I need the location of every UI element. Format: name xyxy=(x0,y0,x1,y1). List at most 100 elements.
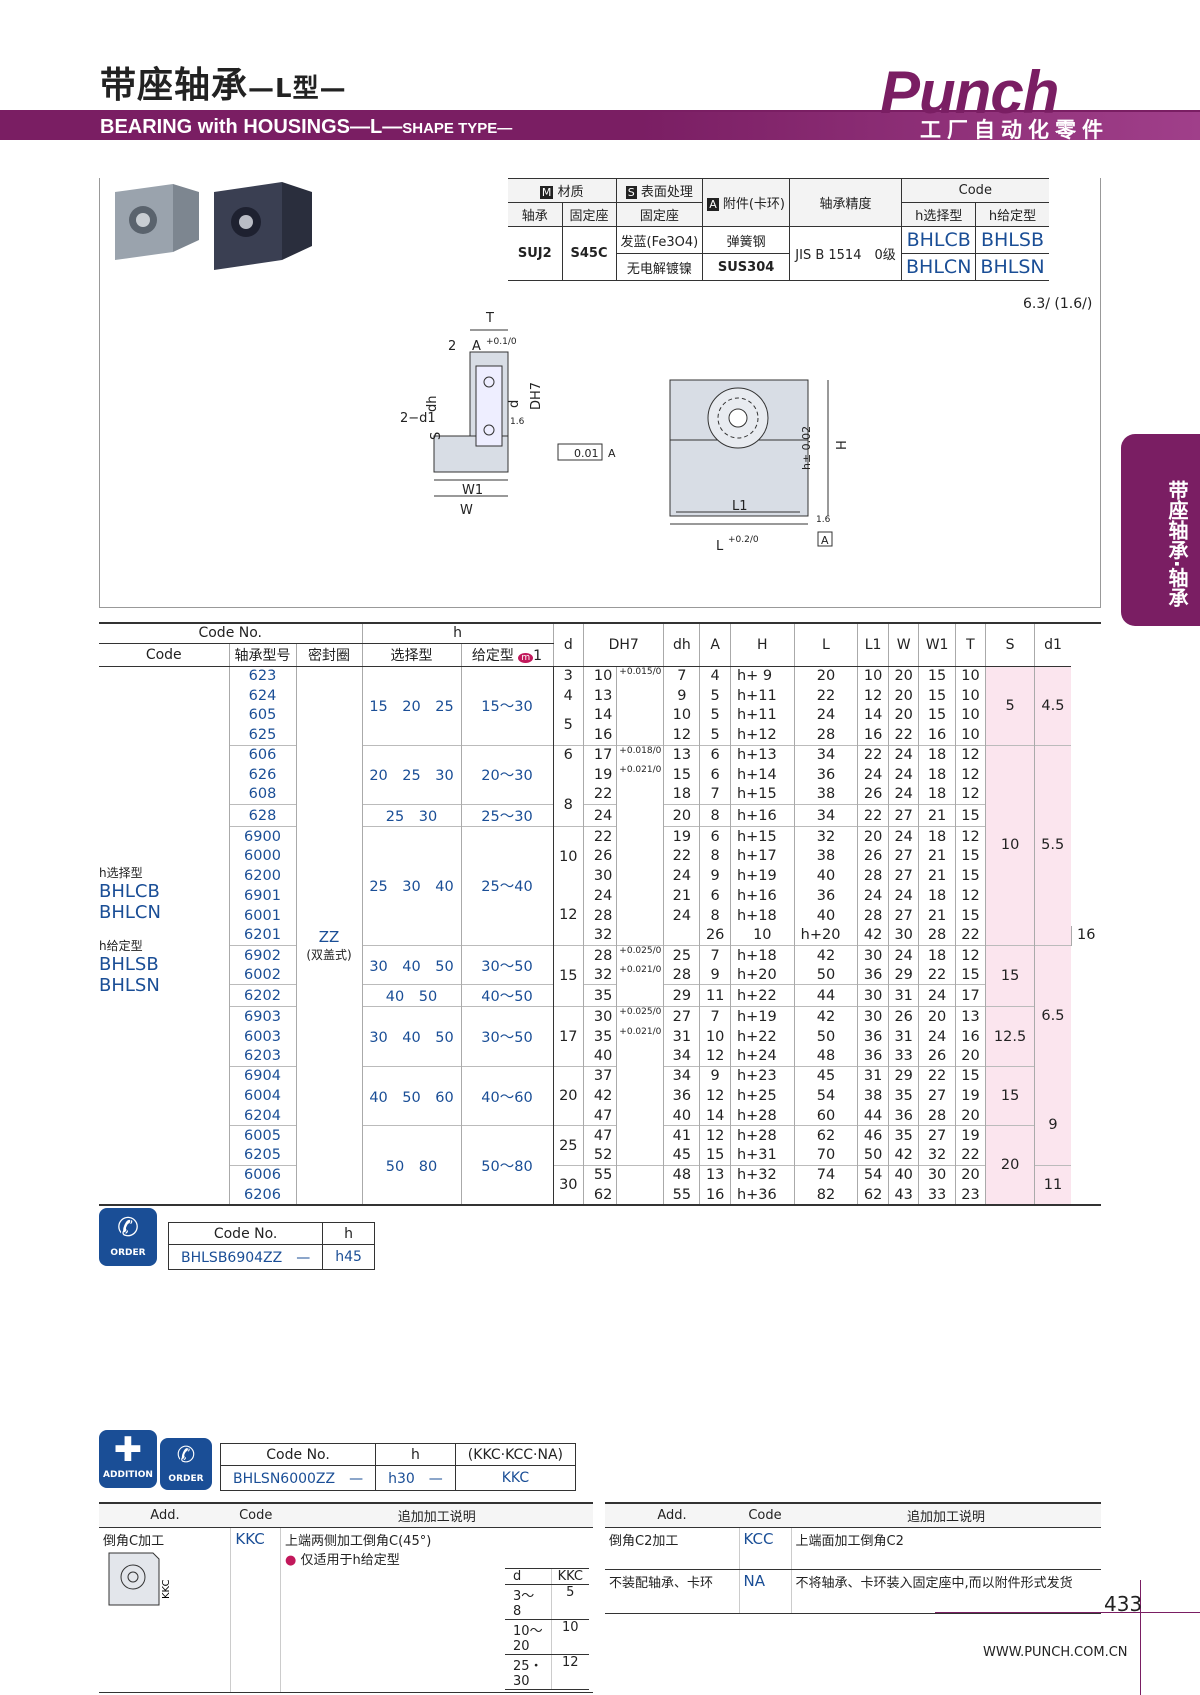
svg-text:2: 2 xyxy=(448,339,456,354)
svg-text:T: T xyxy=(485,311,494,326)
code-bhlsn[interactable]: BHLSN xyxy=(975,253,1049,281)
bearing-code[interactable]: 6902 xyxy=(228,944,296,966)
side-tab[interactable]: 带座轴承·轴承 xyxy=(1121,434,1200,626)
material-table: M 材质 S 表面处理 A 附件(卡环) 轴承精度 Code 轴承固定座 固定座… xyxy=(508,178,1049,281)
footer-divider xyxy=(1140,1580,1141,1695)
bearing-code[interactable]: 608 xyxy=(228,784,296,805)
footer-url: WWW.PUNCH.COM.CN xyxy=(983,1645,1128,1660)
code-bhlcb[interactable]: BHLCB xyxy=(901,226,976,254)
svg-text:L: L xyxy=(716,539,724,554)
bearing-code[interactable]: 6204 xyxy=(228,1105,296,1126)
order-code-value[interactable]: BHLSB6904ZZ — xyxy=(167,1244,324,1270)
svg-text:S: S xyxy=(429,432,444,440)
code-bhlsb[interactable]: BHLSB xyxy=(975,226,1049,254)
header-band xyxy=(0,112,640,140)
page-number: 433 xyxy=(1104,1592,1143,1616)
svg-text:W: W xyxy=(460,503,473,518)
product-box xyxy=(99,178,1101,608)
chamfer-diagram: KKC xyxy=(108,1552,172,1606)
order-icon: ✆ORDER xyxy=(99,1208,157,1266)
product-image-silver xyxy=(115,184,199,260)
svg-text:W1: W1 xyxy=(462,483,483,498)
svg-text:1.6: 1.6 xyxy=(510,417,525,427)
bearing-code[interactable]: 6003 xyxy=(228,1026,296,1047)
svg-text:+0.2/0: +0.2/0 xyxy=(728,535,759,545)
page-subtitle: BEARING with HOUSINGS—L—SHAPE TYPE— xyxy=(100,116,513,138)
bearing-code[interactable]: 624 xyxy=(228,685,296,706)
bearing-code[interactable]: 6203 xyxy=(228,1046,296,1067)
bearing-code[interactable]: 6200 xyxy=(228,866,296,886)
svg-text:A: A xyxy=(821,534,829,547)
bearing-code[interactable]: 626 xyxy=(228,764,296,785)
svg-text:KKC: KKC xyxy=(161,1579,172,1599)
bearing-code[interactable]: 6201 xyxy=(228,925,296,946)
bearing-code[interactable]: 606 xyxy=(228,744,296,765)
addition-icon: ✚ADDITION xyxy=(99,1430,157,1488)
logo-subtitle: 工厂自动化零件 xyxy=(920,118,1109,142)
bearing-code[interactable]: 6001 xyxy=(228,905,296,926)
footer-line xyxy=(935,1612,1200,1613)
bearing-code[interactable]: 6901 xyxy=(228,885,296,906)
bearing-code[interactable]: 623 xyxy=(228,666,296,686)
svg-text:A: A xyxy=(472,339,481,354)
bearing-code[interactable]: 6903 xyxy=(228,1006,296,1027)
code-bhlcn[interactable]: BHLCN xyxy=(901,253,976,281)
bearing-code[interactable]: 6005 xyxy=(228,1125,296,1146)
svg-text:2−d1: 2−d1 xyxy=(400,411,436,426)
technical-drawing: T A +0.1/0 2 S dh d DH7 2−d1 W1 W 1.6 0.… xyxy=(400,311,850,554)
order-icon-small: ✆ORDER xyxy=(160,1438,212,1490)
header-line xyxy=(0,110,1200,112)
bearing-code[interactable]: 605 xyxy=(228,705,296,726)
page-title: 带座轴承—L型— xyxy=(100,65,347,106)
bearing-code[interactable]: 6206 xyxy=(228,1185,296,1205)
spec-table: Code No. h d DH7 dh A H L L1 W W1 T S d1… xyxy=(99,622,1101,1206)
bearing-code[interactable]: 6205 xyxy=(228,1145,296,1166)
roughness-symbol: 6.3/ (1.6/) xyxy=(1023,296,1093,312)
bearing-code[interactable]: 6002 xyxy=(228,965,296,985)
order-example-table: Code No.h BHLSB6904ZZ —h45 xyxy=(167,1222,375,1270)
svg-text:0.01: 0.01 xyxy=(574,447,599,460)
bearing-code[interactable]: 6904 xyxy=(228,1065,296,1087)
bearing-code[interactable]: 6000 xyxy=(228,846,296,867)
header-band-right xyxy=(640,112,1200,140)
bearing-code[interactable]: 625 xyxy=(228,725,296,746)
bearing-code[interactable]: 6900 xyxy=(228,826,296,847)
bearing-code[interactable]: 6006 xyxy=(228,1164,296,1186)
bearing-code[interactable]: 6202 xyxy=(228,984,296,1007)
addition-order-table: Code No.h(KKC·KCC·NA) BHLSN6000ZZ —h30 —… xyxy=(219,1443,577,1491)
bearing-code[interactable]: 628 xyxy=(228,804,296,827)
svg-text:L1: L1 xyxy=(732,499,748,514)
svg-text:H: H xyxy=(835,440,850,450)
bearing-code[interactable]: 6004 xyxy=(228,1086,296,1106)
